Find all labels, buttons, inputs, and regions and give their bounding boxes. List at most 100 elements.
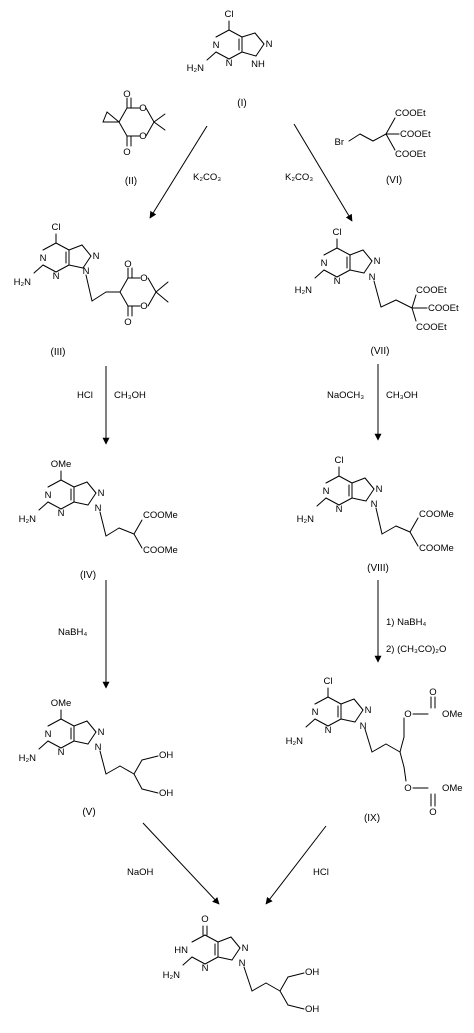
methoxy-group: OMe (51, 459, 72, 470)
chlorine-atom: Cl (335, 455, 344, 466)
ring-nitrogen: N (202, 963, 209, 974)
reagent-sodium-methoxide: NaOCH₃ (327, 390, 364, 401)
ring-nitrogen: N (226, 58, 233, 69)
ring-nitrogen: N (365, 705, 372, 716)
compound-V: OMe N N N N H₂N OH OH (V) (19, 698, 174, 818)
hydroxyl-group: OH (305, 1004, 319, 1015)
purine-bonds (33, 233, 92, 274)
compound-label: (IX) (364, 813, 380, 824)
ring-nitrogen: N (321, 258, 328, 269)
ring-nitrogen: N (239, 958, 246, 969)
reagent-sodium-borohydride: NaBH₄ (58, 627, 87, 638)
amino-group: H₂N (163, 970, 181, 981)
ring-nitrogen: N (53, 271, 60, 282)
reagent-hcl: HCl (313, 867, 329, 878)
compound-I: Cl N N N NH H₂N (I) (187, 9, 273, 109)
reagent-labels: K₂CO₃ K₂CO₃ HCl CH₃OH NaOCH₃ CH₃OH NaBH₄… (58, 172, 446, 878)
compound-label: (VII) (371, 346, 390, 357)
hydroxyl-group: OH (305, 967, 319, 978)
hydroxyl-group: OH (159, 788, 173, 799)
bromine-atom: Br (335, 137, 345, 148)
methoxy-group: OMe (442, 709, 463, 720)
carbonyl-oxygen: O (123, 147, 130, 158)
compound-III: Cl N N N N H₂N O O O O (III) (14, 222, 169, 358)
compound-VIII: Cl N N N N H₂N COOMe COOMe (VIII) (297, 455, 454, 574)
ring-nitrogen: N (242, 943, 249, 954)
ring-nitrogen: N (95, 503, 102, 514)
final-product: O HN N N N H₂N OH OH (163, 914, 320, 1015)
ring-nitrogen: N (40, 253, 47, 264)
ring-nitrogen: N (58, 508, 65, 519)
ring-nitrogen: N (45, 490, 52, 501)
compound-label: (IV) (80, 570, 96, 581)
chlorine-atom: Cl (52, 222, 61, 233)
ring-nitrogen: N (58, 747, 65, 758)
ring-nitrogen: N (360, 721, 367, 732)
ring-nitrogen: N (325, 725, 332, 736)
ring-oxygen: O (140, 301, 147, 312)
ring-nitrogen: N (213, 40, 220, 51)
ring-oxygen: O (139, 103, 146, 114)
chlorine-atom: Cl (225, 9, 234, 20)
ester-group: COOEt (416, 285, 447, 296)
carbonyl-oxygen: O (124, 317, 131, 328)
carbonyl-oxygen: O (123, 89, 130, 100)
hydroxyl-group: OH (159, 750, 173, 761)
ester-group: COOEt (395, 149, 426, 160)
purine-bonds (38, 709, 97, 750)
compound-label: (I) (237, 98, 246, 109)
amino-group: H₂N (14, 277, 32, 288)
methoxy-group: OMe (442, 783, 463, 794)
amino-group: H₂N (297, 514, 315, 525)
ester-group: COOEt (395, 108, 426, 119)
purine-bonds (305, 687, 364, 728)
ring-nh: NH (251, 59, 265, 70)
purine-bonds (316, 466, 375, 507)
ester-group: COOEt (400, 129, 431, 140)
ester-group: COOEt (428, 303, 459, 314)
amino-group: H₂N (286, 736, 304, 747)
ester-group: COOMe (143, 545, 178, 556)
compound-label: (VI) (386, 175, 402, 186)
compound-label: (III) (51, 347, 66, 358)
ring-nitrogen: N (98, 488, 105, 499)
methoxy-group: OMe (51, 698, 72, 709)
ester-group: COOEt (416, 322, 447, 333)
ring-nitrogen: N (45, 729, 52, 740)
carbonyl-oxygen: O (124, 259, 131, 270)
compound-VI: Br COOEt COOEt COOEt (VI) (335, 108, 431, 186)
dioxanedione-bonds (102, 97, 166, 147)
ring-nitrogen: N (83, 266, 90, 277)
amino-group: H₂N (187, 63, 205, 74)
compound-VII: Cl N N N N H₂N COOEt COOEt COOEt (VII) (295, 227, 459, 357)
ring-nitrogen: N (334, 276, 341, 287)
carbonyl-oxygen: O (201, 914, 208, 925)
ester-group: COOMe (143, 510, 178, 521)
reagent-sodium-hydroxide: NaOH (127, 867, 154, 878)
compound-label: (II) (125, 176, 137, 187)
purine-bonds (314, 238, 373, 279)
arrow-I-to-VII (293, 123, 353, 222)
amino-group: H₂N (295, 285, 313, 296)
purine-bonds (182, 925, 241, 966)
compound-label: (VIII) (367, 563, 389, 574)
ester-oxygen: O (404, 709, 411, 720)
chlorine-atom: Cl (324, 676, 333, 687)
compound-II: O O O O (II) (102, 89, 166, 187)
chlorine-atom: Cl (333, 227, 342, 238)
amino-group: H₂N (19, 753, 37, 764)
ring-oxygen: O (140, 273, 147, 284)
arrow-V-to-product (142, 822, 220, 905)
side-chain-bonds (99, 511, 143, 549)
alkyl-chain-bonds (348, 117, 400, 151)
ester-oxygen: O (404, 783, 411, 794)
side-chain-bonds (375, 507, 419, 547)
arrow-I-to-III (149, 125, 208, 219)
amino-group: H₂N (19, 514, 37, 525)
arrow-IX-to-product (265, 825, 327, 905)
ring-nitrogen: N (266, 39, 273, 50)
side-chain-bonds (99, 750, 159, 794)
reagent-sodium-borohydride: 1) NaBH₄ (386, 617, 426, 628)
ring-nitrogen: N (336, 504, 343, 515)
